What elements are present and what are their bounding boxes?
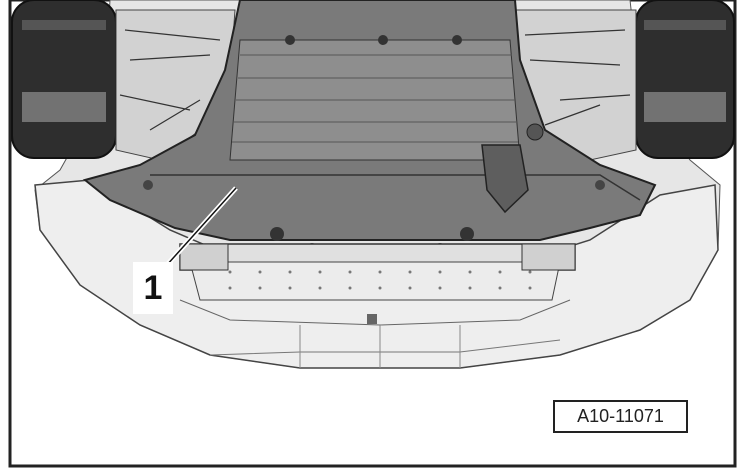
right-tire-highlight: [644, 92, 726, 122]
fastener: [452, 35, 462, 45]
callout-leader-line: [165, 187, 237, 267]
fastener: [595, 180, 605, 190]
panel-edge: [150, 174, 641, 201]
fastener: [526, 123, 544, 141]
left-suspension-detail: [119, 29, 221, 131]
right-suspension-detail: [524, 29, 631, 126]
fastener: [143, 180, 153, 190]
tow-eye-cover: [481, 144, 529, 214]
right-tire-tread: [644, 20, 726, 30]
crossmember-end-left: [179, 243, 229, 271]
grille-dots: [228, 270, 532, 290]
grille-strip: [189, 261, 561, 301]
figure-id-label: A10-11071: [553, 400, 688, 433]
fastener: [270, 227, 284, 241]
callout-label-1: 1: [133, 262, 173, 314]
fastener: [285, 35, 295, 45]
fastener: [460, 227, 474, 241]
fastener: [378, 35, 388, 45]
left-tire-tread: [22, 20, 106, 30]
crossmember-end-right: [521, 243, 576, 271]
bumper-clip: [367, 314, 377, 324]
left-tire-highlight: [22, 92, 106, 122]
